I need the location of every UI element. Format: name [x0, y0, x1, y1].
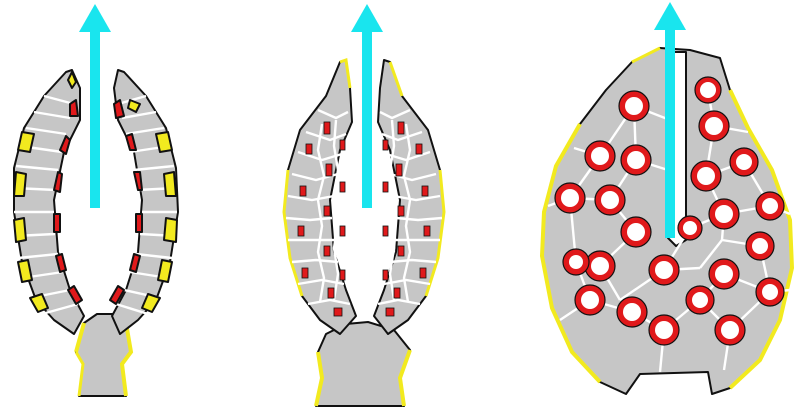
panel-stage-2: [284, 4, 444, 406]
panel-stage-1: [14, 4, 178, 396]
upward-arrow-icon: [79, 4, 111, 208]
panel-2-stalk: [316, 322, 410, 406]
panel-stage-3: [542, 2, 792, 394]
